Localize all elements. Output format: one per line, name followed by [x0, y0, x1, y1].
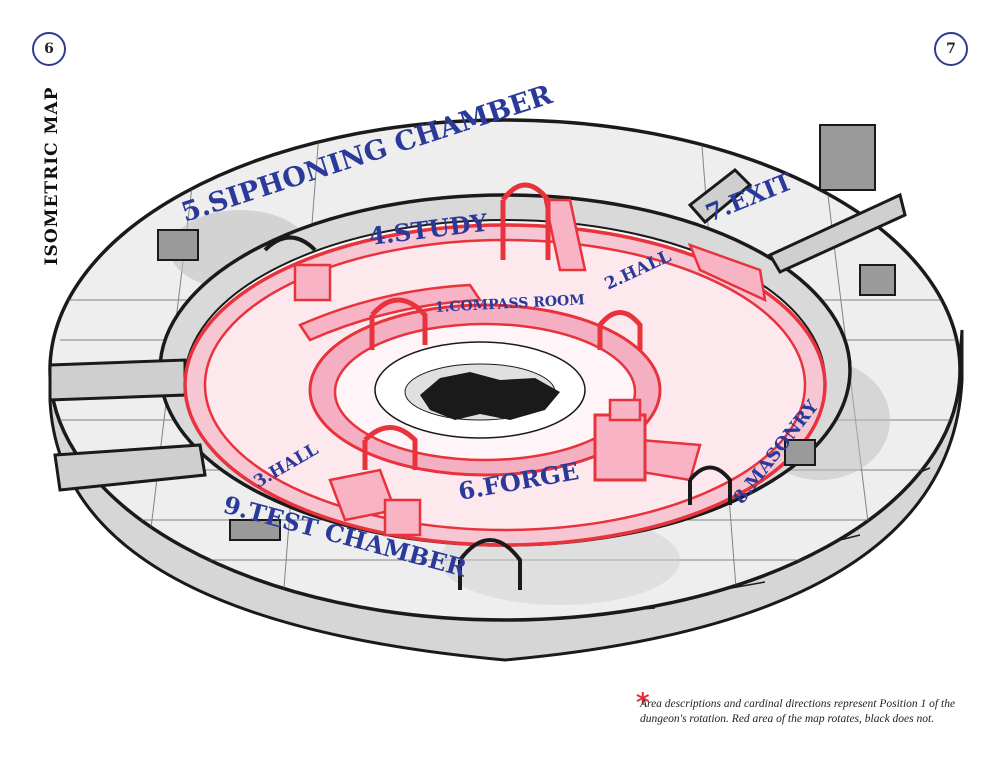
- page-number-left: 6: [32, 32, 66, 66]
- map-footnote: Area descriptions and cardinal direction…: [640, 698, 956, 725]
- page-number-right: 7: [934, 32, 968, 66]
- static-walls: [48, 168, 907, 492]
- outer-props: [263, 235, 732, 590]
- props: [157, 124, 896, 541]
- label-compass-room: 1.COMPASS ROOM: [434, 292, 585, 316]
- asterisk-marker: *: [636, 688, 650, 718]
- rotating-area: [183, 182, 827, 547]
